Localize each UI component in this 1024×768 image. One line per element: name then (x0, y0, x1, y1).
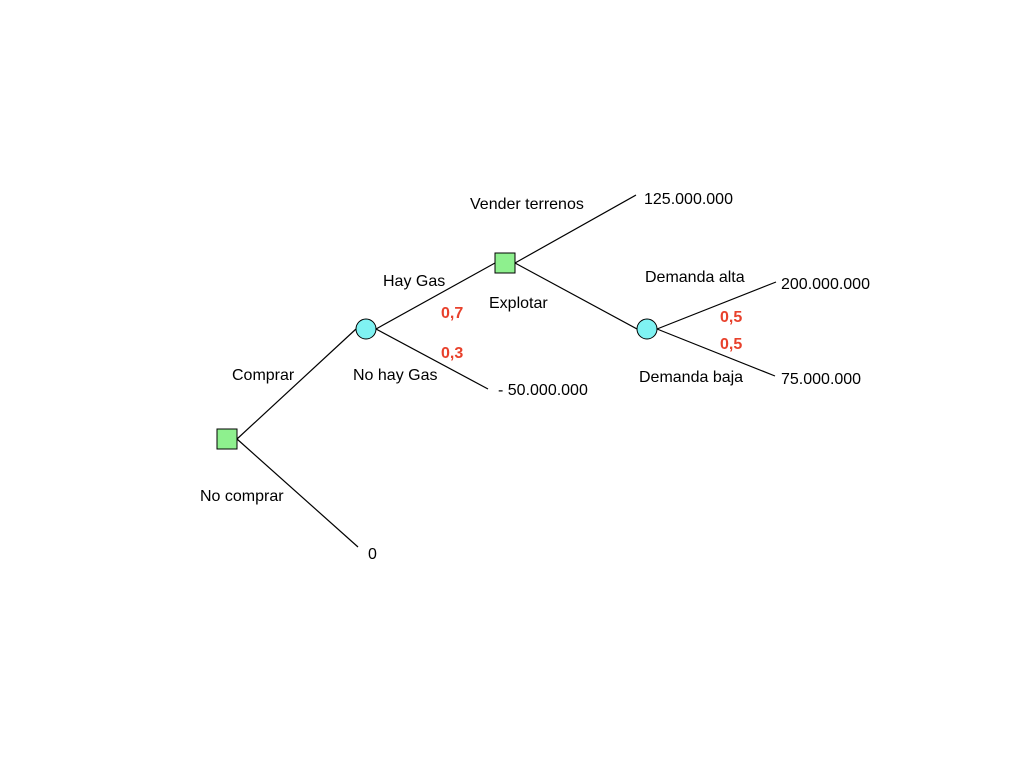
edge-demanda-alta (656, 281, 777, 330)
payoff-vender-terrenos: 125.000.000 (644, 191, 733, 208)
decision-node-gas (494, 252, 516, 274)
edge-no-comprar (236, 438, 359, 548)
edge-demanda-baja (656, 328, 776, 377)
payoff-no-hay-gas: - 50.000.000 (498, 382, 588, 399)
branch-label-demanda-baja: Demanda baja (639, 369, 743, 386)
probability-hay-gas: 0,7 (441, 305, 463, 322)
chance-node-demand (636, 318, 658, 340)
probability-no-hay-gas: 0,3 (441, 345, 463, 362)
branch-label-vender-terrenos: Vender terrenos (470, 196, 584, 213)
probability-demanda-baja: 0,5 (720, 336, 742, 353)
branch-label-comprar: Comprar (232, 367, 295, 384)
branch-label-explotar: Explotar (489, 295, 548, 312)
edge-explotar (514, 262, 638, 330)
payoff-demanda-alta: 200.000.000 (781, 276, 870, 293)
probability-demanda-alta: 0,5 (720, 309, 742, 326)
edge-hay-gas (375, 262, 496, 330)
branch-label-no-comprar: No comprar (200, 488, 284, 505)
edge-comprar (236, 328, 357, 440)
decision-node-root (216, 428, 238, 450)
branch-label-no-hay-gas: No hay Gas (353, 367, 437, 384)
branch-label-demanda-alta: Demanda alta (645, 269, 745, 286)
edge-vender-terrenos (514, 194, 637, 264)
edge-no-hay-gas (375, 328, 489, 390)
payoff-demanda-baja: 75.000.000 (781, 371, 861, 388)
chance-node-gas (355, 318, 377, 340)
branch-label-hay-gas: Hay Gas (383, 273, 445, 290)
payoff-no-comprar: 0 (368, 546, 377, 563)
